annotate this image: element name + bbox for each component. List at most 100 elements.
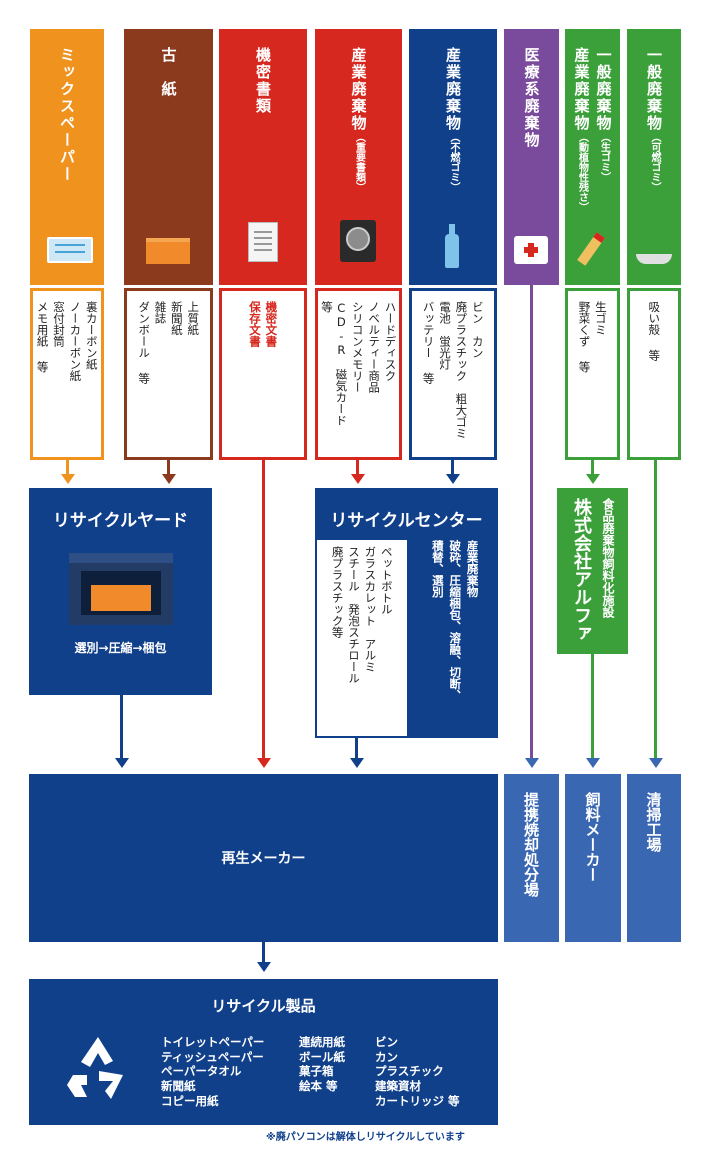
category-title: 産業廃棄物（重要書類） (349, 47, 368, 192)
product-item: 絵本 等 (299, 1079, 338, 1094)
product-list-materials: ビン カン プラスチック 建築資材 カートリッジ 等 (375, 1035, 460, 1109)
items-box-industrial-important: ハードディスク ノベルティー商品 シリコンメモリー CD-R 磁気カード 等 (315, 288, 402, 460)
items-box-industrial-noncombustible: ビン カン 廃プラスチック 粗大ゴミ 電池 蛍光灯 バッテリー 等 (409, 288, 497, 460)
items-box-food: 生ゴミ 野菜くず 等 (565, 288, 620, 460)
arrow-down-icon (61, 474, 75, 484)
feed-maker: 飼料メーカー (565, 774, 621, 942)
recycle-maker: 再生メーカー (29, 774, 498, 942)
connector-line (66, 460, 69, 474)
item: 雑誌 (153, 301, 168, 324)
arrow-down-icon (586, 758, 600, 768)
product-item: 新聞紙 (161, 1079, 196, 1094)
items-box-confidential: 機密文書 保存文書 (219, 288, 307, 460)
product-item: 連続用紙 (299, 1035, 345, 1049)
recycle-center: リサイクルセンター ペットボトル ガラスカレット アルミ スチール 発泡スチロー… (315, 488, 498, 738)
product-list-board: 連続用紙 ボール紙 菓子箱 絵本 等 (299, 1035, 345, 1094)
recycle-yard: リサイクルヤード 選別→圧縮→梱包 (29, 488, 212, 695)
arrow-down-icon (257, 962, 271, 972)
recycle-yard-title: リサイクルヤード (52, 511, 189, 531)
category-title-2: 産業廃棄物（動植物性残さ） (572, 47, 591, 212)
alpha-facility-title: 株式会社アルファ (571, 498, 592, 642)
product-list-paper: トイレットペーパー ティッシュペーパー ペーパータオル 新聞紙 コピー用紙 (161, 1035, 264, 1109)
arrow-down-icon (115, 758, 129, 768)
product-item: トイレットペーパー (161, 1035, 265, 1049)
connector-line (451, 460, 454, 474)
item: ノベルティー商品 (367, 301, 382, 393)
item: 新聞紙 (169, 301, 184, 336)
product-item: ボール紙 (299, 1049, 345, 1064)
connector-line (120, 695, 123, 760)
category-title: 一般廃棄物（可燃ゴミ） (645, 47, 663, 192)
product-item: ティッシュペーパー (161, 1049, 264, 1064)
product-item: カン (375, 1049, 398, 1064)
product-item: ビン (375, 1035, 398, 1049)
medical-kit-icon (514, 236, 548, 264)
cardboard-box-icon (146, 238, 190, 264)
feed-maker-title: 飼料メーカー (583, 792, 602, 882)
item: 廃プラスチック 粗大ゴミ (454, 301, 469, 439)
items-box-mix: 裏カーボン紙 ノーカーボン紙 窓付封筒 メモ用紙 等 (30, 288, 104, 460)
item: ペットボトル (379, 546, 394, 615)
alpha-facility-type: 食品廃棄物飼料化施設 (601, 498, 615, 618)
item: ノーカーボン紙 (68, 301, 83, 382)
arrow-down-icon (586, 474, 600, 484)
item: バッテリー 等 (421, 301, 436, 384)
partner-incinerator-title: 提携焼却処分場 (522, 792, 540, 897)
item: 上質紙 (186, 301, 201, 336)
item: 電池 蛍光灯 (438, 301, 452, 370)
arrow-down-icon (525, 758, 539, 768)
arrow-down-icon (351, 474, 365, 484)
category-title: 古 紙 (159, 47, 178, 98)
recycled-products-title: リサイクル製品 (211, 997, 316, 1015)
connector-line (591, 460, 594, 474)
recycle-yard-process: 選別→圧縮→梱包 (74, 641, 167, 655)
product-item: ペーパータオル (161, 1064, 242, 1079)
category-title-group: 一般廃棄物（生ゴミ） 産業廃棄物（動植物性残さ） (573, 47, 613, 212)
item: シリコンメモリー (350, 301, 365, 393)
arrow-down-icon (649, 758, 663, 768)
process-text: 産業廃棄物 (465, 540, 480, 598)
hard-disk-icon (340, 220, 376, 262)
item: 野菜くず 等 (577, 301, 592, 373)
item: ガラスカレット アルミ (363, 546, 378, 673)
recycled-products: リサイクル製品 トイレットペーパー ティッシュペーパー ペーパータオル 新聞紙 … (29, 979, 498, 1125)
connector-line (355, 738, 358, 760)
connector-line (356, 460, 359, 474)
partner-incinerator: 提携焼却処分場 (504, 774, 559, 942)
item: メモ用紙 等 (35, 301, 50, 373)
item: 窓付封筒 (52, 301, 66, 347)
category-title: 医療系廃棄物 (522, 47, 541, 149)
item: スチール 発泡スチロール (347, 546, 361, 684)
category-title: ミックスペーパー (58, 47, 76, 183)
connector-line (262, 460, 265, 760)
item: ビン カン (470, 301, 485, 359)
item: 生ゴミ (593, 301, 608, 336)
warehouse-icon (68, 553, 173, 625)
connector-line (654, 460, 657, 760)
connector-line (530, 285, 533, 760)
item: 保存文書 (248, 301, 262, 347)
category-title: 一般廃棄物（生ゴミ） (594, 47, 613, 182)
document-icon (248, 222, 278, 262)
product-item: 菓子箱 (299, 1064, 334, 1079)
alpha-facility: 食品廃棄物飼料化施設 株式会社アルファ (557, 488, 628, 654)
recycle-center-process: 産業廃棄物 破砕、圧縮梱包、溶融、切断、 積替、選別 (415, 540, 495, 730)
cleaning-plant: 清掃工場 (627, 774, 681, 942)
arrow-down-icon (162, 474, 176, 484)
footnote: ※廃パソコンは解体しリサイクルしています (266, 1132, 465, 1143)
category-title: 産業廃棄物（不燃ゴミ） (444, 47, 462, 192)
recycle-center-title: リサイクルセンター (330, 511, 483, 531)
category-title: 機密書類 (254, 47, 272, 115)
process-text: 積替、選別 (430, 540, 445, 598)
items-box-used-paper: 上質紙 新聞紙 雑誌 ダンボール 等 (124, 288, 213, 460)
recycle-center-items: ペットボトル ガラスカレット アルミ スチール 発泡スチロール 廃プラスチック等 (317, 540, 407, 736)
item: ハードディスク (383, 301, 398, 382)
ashtray-icon (636, 254, 672, 264)
item: 裏カーボン紙 (84, 301, 99, 370)
bottle-icon (445, 224, 459, 268)
product-item: 建築資材 (375, 1079, 421, 1094)
recycle-maker-title: 再生メーカー (221, 851, 306, 867)
item: CD-R 磁気カード 等 (319, 301, 349, 426)
item: ダンボール 等 (137, 301, 152, 384)
arrow-down-icon (446, 474, 460, 484)
